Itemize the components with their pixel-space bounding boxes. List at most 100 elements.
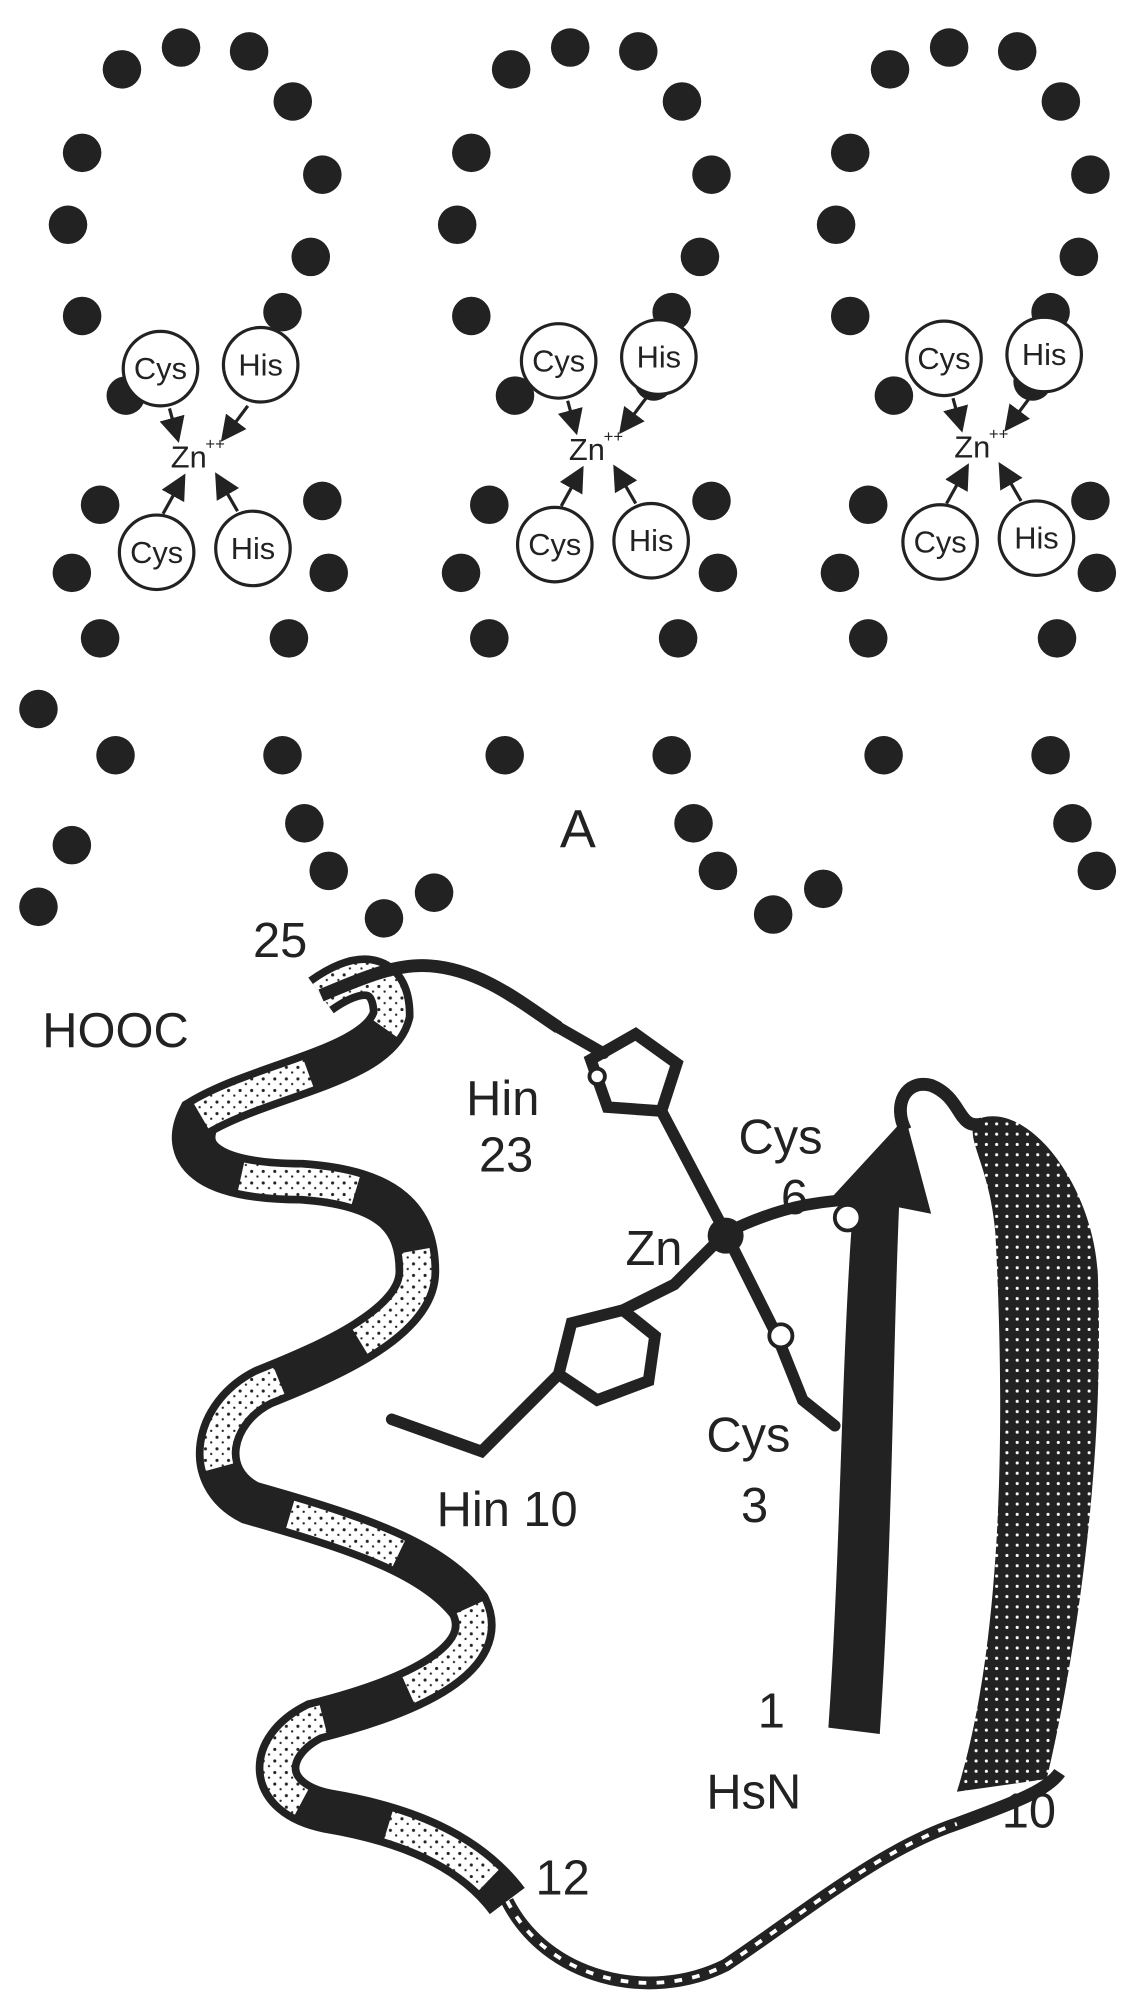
hairpin-turn — [894, 1077, 985, 1134]
beta-strand-2 — [956, 1116, 1099, 1792]
coordination-arrow — [559, 465, 584, 507]
residue-dot — [263, 735, 302, 775]
residue-dot — [52, 553, 92, 593]
label-hin23-name: Hin — [466, 1072, 539, 1126]
zinc-atom — [707, 1217, 744, 1254]
residue-dot — [495, 376, 535, 415]
residue-label: Cys — [914, 525, 967, 560]
coordination-arrow — [945, 463, 969, 505]
residue-dot — [698, 851, 738, 891]
residue-dot — [96, 735, 135, 775]
residue-dot — [452, 133, 491, 173]
label-hooc: HOOC — [42, 1004, 188, 1058]
label-res10: 10 — [1002, 1785, 1056, 1839]
label-res12: 12 — [536, 1852, 590, 1906]
residue-dot — [848, 485, 888, 525]
residue-dot — [80, 485, 120, 525]
residue-dot — [1077, 851, 1117, 891]
label-hin10: Hin 10 — [437, 1483, 578, 1537]
coordination-arrow — [1004, 394, 1033, 432]
residue-dot — [364, 899, 404, 938]
coordination-arrow — [998, 461, 1023, 502]
label-hin23-num: 23 — [479, 1128, 533, 1182]
residue-dot — [414, 873, 454, 912]
residue-dot — [550, 28, 590, 67]
label-res1: 1 — [758, 1685, 785, 1739]
residue-cys-top: Cys — [905, 319, 983, 398]
label-cys6-num: 6 — [781, 1171, 808, 1225]
residue-dot — [692, 481, 731, 521]
label-hsn: HsN — [706, 1765, 801, 1819]
zinc-ion-label: Zn — [954, 429, 990, 464]
residue-dot — [263, 292, 302, 332]
label-cys6-name: Cys — [738, 1110, 822, 1164]
residue-dot — [1037, 619, 1077, 658]
residue-dot — [674, 804, 713, 843]
label-cys3-name: Cys — [706, 1408, 790, 1462]
coordination-arrow — [557, 400, 583, 436]
residue-label: His — [231, 531, 276, 566]
residue-dot — [1053, 804, 1092, 843]
residue-dot — [491, 50, 531, 89]
residue-dot — [309, 851, 349, 891]
zinc-charge: ++ — [989, 424, 1008, 443]
residue-his-bottom: His — [997, 499, 1076, 578]
residue-dot — [62, 133, 102, 173]
zinc-coordination — [385, 1021, 912, 1459]
residue-dot — [269, 619, 309, 658]
residue-dot — [1071, 155, 1110, 194]
residue-dot — [820, 553, 860, 593]
residue-dot — [437, 205, 477, 245]
residue-dot — [48, 205, 88, 245]
loop-highlight — [505, 1822, 958, 1985]
residue-dot — [19, 689, 58, 729]
residue-dot — [161, 28, 201, 67]
residue-his-bottom: His — [214, 509, 292, 588]
residue-cys-bottom: Cys — [515, 505, 594, 584]
residue-label: His — [1022, 337, 1067, 372]
residue-dot — [102, 50, 142, 89]
residue-dot — [19, 887, 58, 927]
residue-his-bottom: His — [612, 501, 690, 580]
coordination-arrow — [619, 397, 648, 435]
coordination-arrow — [220, 404, 250, 442]
residue-dot — [753, 895, 793, 934]
zinc-charge: ++ — [205, 435, 225, 454]
residue-dot — [470, 485, 509, 525]
beta-strand-1 — [828, 1117, 932, 1734]
protein-ribbon — [171, 955, 1099, 1990]
residue-label: Cys — [130, 535, 183, 570]
residue-dot — [830, 296, 870, 336]
residue-dot — [273, 82, 313, 121]
coordination-arrow — [159, 408, 185, 443]
residue-chain — [19, 28, 1117, 938]
residue-dot — [658, 619, 698, 658]
residue-dot — [1059, 237, 1099, 277]
residue-dot — [62, 296, 102, 336]
c-terminal-end — [318, 959, 563, 1033]
zinc-ion-label: Zn — [171, 440, 207, 475]
residue-dot — [652, 735, 691, 775]
residue-dot — [1031, 735, 1070, 775]
residue-dot — [441, 553, 481, 593]
residue-cys-bottom: Cys — [901, 503, 979, 581]
zinc-ion-label: Zn — [569, 432, 605, 467]
label-zn: Zn — [625, 1222, 682, 1276]
residue-his-top: His — [1005, 315, 1084, 394]
residue-cys-top: Cys — [121, 329, 200, 408]
residue-dot — [870, 50, 910, 89]
residue-dot — [848, 619, 888, 658]
residue-dot — [830, 133, 870, 173]
residue-dot — [452, 296, 491, 336]
residue-label: His — [1014, 521, 1059, 556]
residue-dot — [303, 155, 342, 194]
residue-dot — [1041, 82, 1081, 121]
residue-dot — [680, 237, 720, 277]
coordination-arrow — [943, 397, 969, 433]
residue-dot — [816, 205, 856, 245]
coordination-arrow — [613, 464, 638, 505]
residue-dot — [874, 376, 914, 415]
